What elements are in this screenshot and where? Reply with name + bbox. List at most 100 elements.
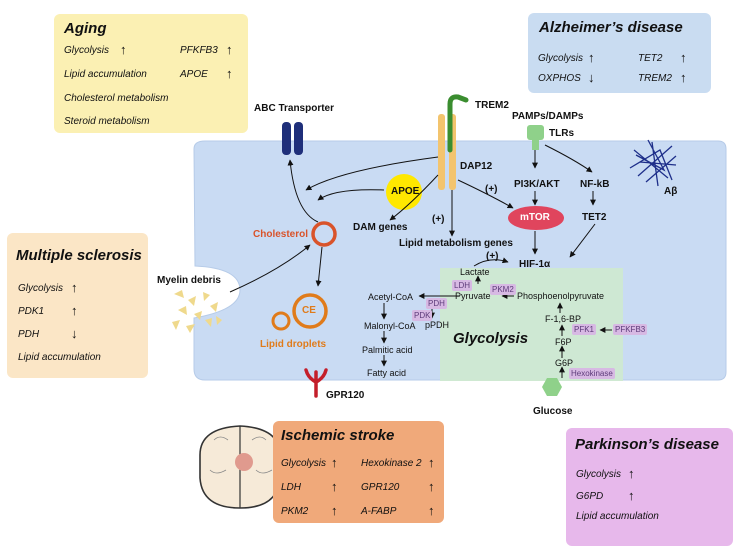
ms-item-pdk1: PDK1 [18, 306, 45, 317]
stroke-item-glycolysis: Glycolysis [281, 458, 327, 469]
g6p-label: G6P [555, 358, 574, 368]
alzheimers-box: Alzheimer’s disease Glycolysis ↑ OXPHOS … [528, 13, 711, 93]
aging-item-steroid: Steroid metabolism [64, 116, 150, 127]
pd-arrow-g6pd: ↑ [628, 488, 635, 503]
lipid-droplets-label: Lipid droplets [260, 339, 327, 350]
arrow-cholesterol-to-abc [287, 159, 319, 223]
trem2-label: TREM2 [475, 100, 509, 111]
stroke-item-ldh: LDH [281, 482, 302, 493]
aging-item-cholesterol: Cholesterol metabolism [64, 93, 169, 104]
glucose-label: Glucose [533, 406, 573, 417]
apoe-label: APOE [391, 186, 420, 197]
ad-item-trem2: TREM2 [638, 73, 672, 84]
ppdh-label: pPDH [425, 320, 450, 330]
aging-item-pfkfb3: PFKFB3 [180, 45, 218, 56]
ad-arrow-tet2: ↑ [680, 50, 687, 65]
ad-arrow-glycolysis: ↑ [588, 50, 595, 65]
ce-droplet-small [271, 311, 291, 331]
plus-label-dap12-mtor: (+) [485, 184, 498, 195]
pyruvate-label: Pyruvate [455, 291, 491, 301]
aging-item-apoe: APOE [180, 69, 208, 80]
dap12-bar-left [438, 114, 445, 190]
ad-item-oxphos: OXPHOS [538, 73, 581, 84]
stroke-arrow-pkm2: ↑ [331, 503, 338, 518]
ad-item-glycolysis: Glycolysis [538, 53, 584, 64]
pi3k-label: PI3K/AKT [514, 179, 560, 190]
abc-transporter-right [294, 122, 303, 155]
hif-label: HIF-1α [519, 259, 551, 270]
dam-genes-label: DAM genes [353, 222, 408, 233]
arrow-pyruvate-to-hif [473, 257, 509, 267]
pamps-label: PAMPs/DAMPs [512, 111, 584, 122]
stroke-item-pkm2: PKM2 [281, 506, 309, 517]
stroke-item-afabp: A-FABP [361, 506, 397, 517]
parkinsons-title: Parkinson’s disease [575, 436, 719, 453]
pd-item-g6pd: G6PD [576, 491, 604, 502]
cholesterol-label: Cholesterol [253, 229, 309, 240]
stroke-box: Ischemic stroke Glycolysis ↑ LDH ↑ PKM2 … [273, 421, 444, 523]
ms-arrow-pdh: ↓ [71, 326, 78, 341]
aging-arrow-glycolysis: ↑ [120, 42, 127, 57]
tet2-label: TET2 [582, 212, 607, 223]
ad-arrow-trem2: ↑ [680, 70, 687, 85]
glycolysis-title: Glycolysis [453, 330, 529, 347]
stroke-arrow-afabp: ↑ [428, 503, 435, 518]
gpr120-receptor [304, 368, 328, 398]
aging-item-lipid: Lipid accumulation [64, 69, 147, 80]
tlrs-label: TLRs [549, 128, 574, 139]
ce-droplet-large [292, 293, 328, 329]
trem2-receptor [447, 94, 469, 153]
dap12-label: DAP12 [460, 161, 493, 172]
acetyl-coa-label: Acetyl-CoA [368, 292, 414, 302]
mtor-ellipse [508, 206, 564, 230]
ldh-tag: LDH [452, 280, 473, 291]
glucose-hexagon [542, 378, 562, 396]
pd-arrow-glycolysis: ↑ [628, 466, 635, 481]
ad-item-tet2: TET2 [638, 53, 663, 64]
stroke-item-hexokinase2: Hexokinase 2 [361, 458, 422, 469]
stroke-title: Ischemic stroke [281, 427, 395, 444]
myelin-debris-particles [172, 290, 222, 333]
aging-item-glycolysis: Glycolysis [64, 45, 110, 56]
brain-illustration [199, 425, 281, 509]
nfkb-label: NF-kB [580, 179, 610, 190]
pdh-tag: PDH [426, 298, 447, 309]
f6p-label: F6P [555, 337, 572, 347]
stroke-item-gpr120: GPR120 [361, 482, 400, 493]
arrow-tlr-to-nfkb [544, 144, 593, 173]
arrow-dap12-to-dam [389, 174, 439, 221]
arrow-dap12-to-mtor [457, 179, 514, 209]
tlr-receptor [527, 125, 544, 140]
plus-label-hif: (+) [486, 251, 499, 262]
pdk-tag: PDK [412, 310, 433, 321]
pd-item-glycolysis: Glycolysis [576, 469, 622, 480]
plus-label-lipid-genes: (+) [432, 214, 445, 225]
aging-title: Aging [64, 20, 107, 37]
abeta-fibrils [629, 139, 677, 187]
fatty-acid-label: Fatty acid [367, 368, 407, 378]
arrow-tet2-to-hif [569, 223, 596, 258]
arrow-dap12-to-abc [305, 156, 439, 191]
lactate-label: Lactate [460, 267, 490, 277]
ms-box: Multiple sclerosis Glycolysis ↑ PDK1 ↑ P… [7, 233, 148, 378]
stroke-arrow-gpr120: ↑ [428, 479, 435, 494]
ms-arrow-pdk1: ↑ [71, 303, 78, 318]
arrow-apoe-to-abc [317, 189, 385, 201]
lipid-genes-label: Lipid metabolism genes [399, 238, 513, 249]
ms-item-glycolysis: Glycolysis [18, 283, 64, 294]
cholesterol-ring [311, 221, 337, 247]
tlr-stem [532, 140, 539, 150]
pfk1-tag: PFK1 [572, 324, 597, 335]
arrow-cholesterol-to-ce [315, 246, 323, 287]
parkinsons-box: Parkinson’s disease Glycolysis ↑ G6PD ↑ … [566, 428, 733, 546]
stroke-arrow-hexokinase2: ↑ [428, 455, 435, 470]
hexokinase-tag: Hexokinase [569, 368, 615, 379]
pd-item-lipid: Lipid accumulation [576, 511, 659, 522]
mtor-label: mTOR [520, 212, 550, 223]
pep-label: Phosphoenolpyruvate [517, 291, 605, 301]
f16bp-label: F-1,6-BP [545, 314, 582, 324]
myelin-debris-label: Myelin debris [157, 275, 221, 286]
pkm2-tag: PKM2 [490, 284, 516, 295]
abeta-label: Aβ [664, 186, 678, 197]
palmitic-acid-label: Palmitic acid [362, 345, 413, 355]
